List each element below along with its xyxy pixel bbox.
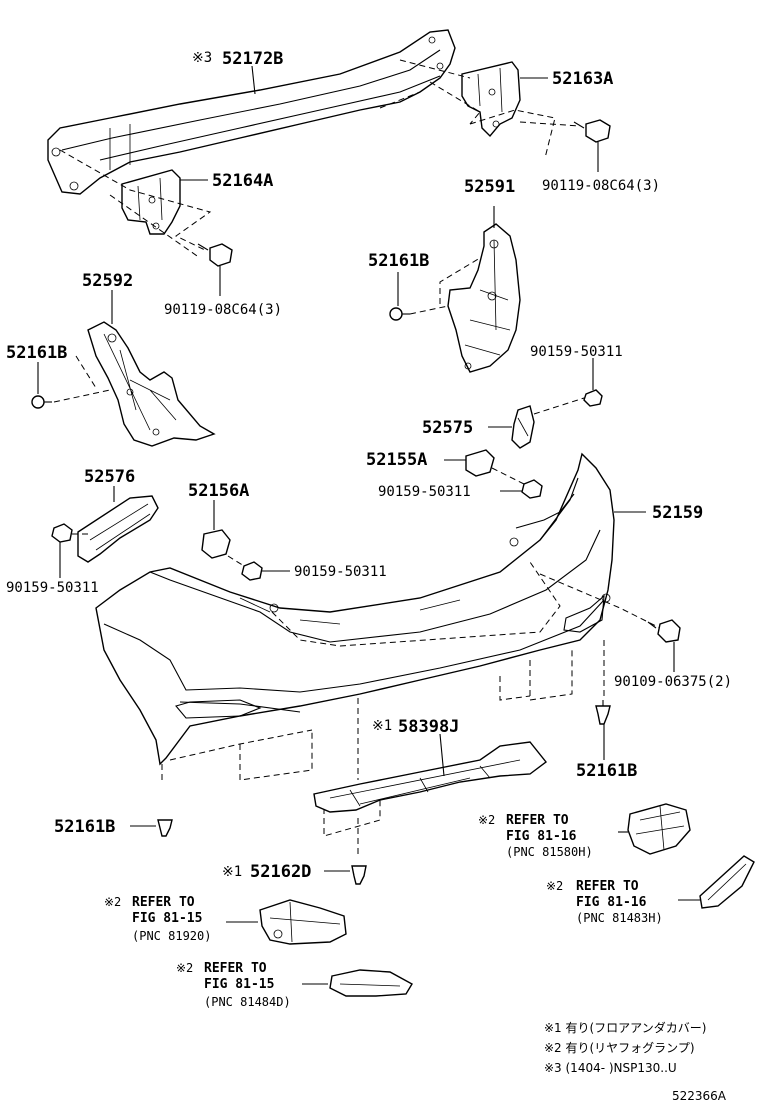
dashed-52591 xyxy=(409,257,481,315)
mark-ref-81580H: ※2 xyxy=(478,813,495,827)
clip-52162D[interactable] xyxy=(351,865,367,885)
label-52161B-bottom[interactable]: 52161B xyxy=(54,817,115,837)
leader-52172B xyxy=(251,65,256,95)
leader-58398J xyxy=(439,733,445,777)
bolt-90119-top[interactable] xyxy=(573,119,611,143)
reference-81580H[interactable]: ※2 REFER TO FIG 81-16 (PNC 81580H) xyxy=(478,813,593,859)
label-52159[interactable]: 52159 xyxy=(652,503,703,523)
bolt-90109[interactable] xyxy=(647,619,681,643)
bracket-52576[interactable] xyxy=(77,495,159,563)
dashed-52592 xyxy=(53,355,111,403)
screw-90159-a[interactable] xyxy=(583,389,603,407)
label-90159-b[interactable]: 90159-50311 xyxy=(378,484,471,500)
ref-81920-line3: (PNC 81920) xyxy=(132,929,211,943)
mark-ref-81920: ※2 xyxy=(104,895,121,909)
reference-81484D[interactable]: ※2 REFER TO FIG 81-15 (PNC 81484D) xyxy=(176,961,291,1009)
bracket-52155A[interactable] xyxy=(465,449,495,477)
mark-58398J: ※1 xyxy=(372,718,392,734)
label-52592[interactable]: 52592 xyxy=(82,271,133,291)
ref-81483H-line3: (PNC 81483H) xyxy=(576,911,663,925)
under-cover-58398J[interactable] xyxy=(313,741,547,813)
label-90159-d[interactable]: 90159-50311 xyxy=(294,564,387,580)
bumper-cover-52159[interactable] xyxy=(95,452,615,766)
label-52161B-right[interactable]: 52161B xyxy=(576,761,637,781)
mark-ref-81483H: ※2 xyxy=(546,879,563,893)
note-1: ※1 有り(フロアアンダカバー) xyxy=(544,1020,706,1035)
label-52156A[interactable]: 52156A xyxy=(188,481,249,501)
mark-ref-81484D: ※2 xyxy=(176,961,193,975)
label-90159-a[interactable]: 90159-50311 xyxy=(530,344,623,360)
label-52162D[interactable]: 52162D xyxy=(250,862,311,882)
ref-81920-line2: FIG 81-15 xyxy=(132,911,202,926)
screw-90159-c[interactable] xyxy=(51,523,73,543)
dashed-guides-bumper xyxy=(161,561,665,858)
ref-81920-line1: REFER TO xyxy=(132,895,195,910)
mark-52172B: ※3 xyxy=(192,50,212,66)
label-90159-c[interactable]: 90159-50311 xyxy=(6,580,99,596)
ref-81580H-line1: REFER TO xyxy=(506,813,569,828)
dashed-guides-top xyxy=(59,59,581,259)
diagram-id: 522366A xyxy=(672,1089,727,1103)
label-52576[interactable]: 52576 xyxy=(84,467,135,487)
retainer-52591[interactable] xyxy=(447,223,521,373)
note-3: ※3 (1404- )NSP130..U xyxy=(544,1061,677,1075)
clip-52161B-bottom[interactable] xyxy=(157,819,173,837)
ref-81483H-line2: FIG 81-16 xyxy=(576,895,647,910)
bracket-52163A[interactable] xyxy=(461,61,521,138)
ref-81580H-line2: FIG 81-16 xyxy=(506,829,577,844)
bracket-52164A[interactable] xyxy=(121,169,181,235)
clip-52161B-right[interactable] xyxy=(595,700,611,725)
reference-81920[interactable]: ※2 REFER TO FIG 81-15 (PNC 81920) xyxy=(104,895,211,943)
label-52163A[interactable]: 52163A xyxy=(552,69,613,89)
fog-lamp-81920[interactable] xyxy=(259,899,347,945)
label-52161B-upper[interactable]: 52161B xyxy=(368,251,429,271)
label-52161B-left[interactable]: 52161B xyxy=(6,343,67,363)
note-2: ※2 有り(リヤフォグランプ) xyxy=(544,1041,695,1055)
ref-81484D-line2: FIG 81-15 xyxy=(204,977,274,992)
dashed-52155A xyxy=(491,467,525,485)
mark-52162D: ※1 xyxy=(222,864,242,880)
bezel-81484D[interactable] xyxy=(329,969,413,997)
ref-81483H-line1: REFER TO xyxy=(576,879,639,894)
label-52155A[interactable]: 52155A xyxy=(366,450,427,470)
ref-81484D-line1: REFER TO xyxy=(204,961,267,976)
reflector-81483H[interactable] xyxy=(699,855,755,909)
retainer-52592[interactable] xyxy=(87,321,216,447)
clip-52161B-upper[interactable] xyxy=(389,307,410,321)
bolt-90119-mid[interactable] xyxy=(197,243,233,267)
bracket-52156A[interactable] xyxy=(201,529,231,559)
label-90119-mid[interactable]: 90119-08C64(3) xyxy=(164,302,282,318)
label-90109[interactable]: 90109-06375(2) xyxy=(614,674,732,690)
reference-81483H[interactable]: ※2 REFER TO FIG 81-16 (PNC 81483H) xyxy=(546,879,663,925)
label-52591[interactable]: 52591 xyxy=(464,177,515,197)
clip-52161B-left[interactable] xyxy=(31,395,52,409)
ref-81484D-line3: (PNC 81484D) xyxy=(204,995,291,1009)
label-52172B[interactable]: 52172B xyxy=(222,49,283,69)
screw-90159-d[interactable] xyxy=(241,561,263,581)
dashed-52156A xyxy=(227,555,245,567)
label-58398J[interactable]: 58398J xyxy=(398,717,459,737)
reinforcement-beam-52172B[interactable] xyxy=(47,29,456,195)
label-52575[interactable]: 52575 xyxy=(422,418,473,438)
label-52164A[interactable]: 52164A xyxy=(212,171,273,191)
dashed-52575 xyxy=(533,397,585,415)
screw-90159-b[interactable] xyxy=(521,479,543,499)
bracket-52575[interactable] xyxy=(511,405,535,449)
label-90119-top[interactable]: 90119-08C64(3) xyxy=(542,178,660,194)
rear-fog-lamp-81580H[interactable] xyxy=(627,803,691,855)
ref-81580H-line3: (PNC 81580H) xyxy=(506,845,593,859)
